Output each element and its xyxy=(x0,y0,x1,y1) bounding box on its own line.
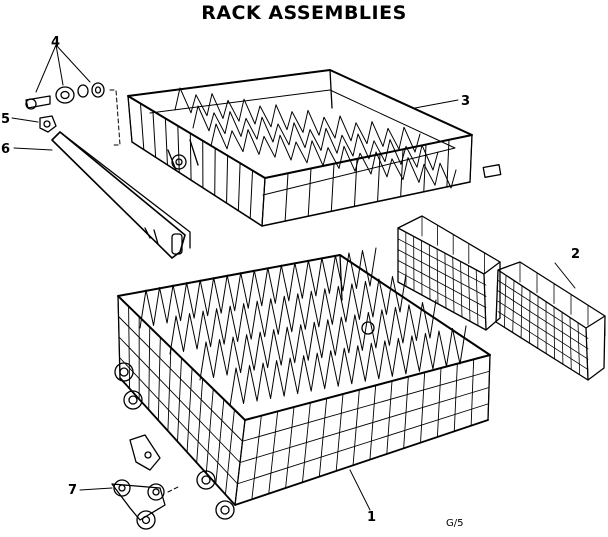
part-6-rail xyxy=(13,131,191,259)
part-5-clip xyxy=(11,115,57,133)
callout-6: 6 xyxy=(1,142,10,157)
leader-3 xyxy=(414,99,459,109)
silverware-basket xyxy=(397,215,606,381)
callout-2: 2 xyxy=(571,247,580,262)
callout-5: 5 xyxy=(1,112,10,127)
upper-rack xyxy=(127,69,502,227)
diagram-title: RACK ASSEMBLIES xyxy=(201,2,407,24)
part-7-wheel-bracket xyxy=(79,434,181,530)
figure-code: G/5 xyxy=(446,518,463,529)
leader-1 xyxy=(349,469,371,511)
callout-7: 7 xyxy=(68,483,77,498)
callout-1: 1 xyxy=(367,510,376,525)
callout-4: 4 xyxy=(51,35,60,50)
callout-3: 3 xyxy=(461,94,470,109)
part-4-wheel-group xyxy=(25,44,121,146)
lower-rack xyxy=(114,247,491,520)
